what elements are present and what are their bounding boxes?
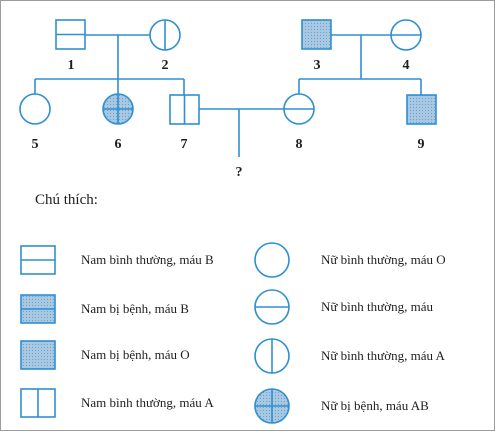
legend-symbol-male-h-split — [20, 245, 56, 275]
individual-6-label: 6 — [115, 137, 122, 152]
individual-4-label: 4 — [403, 58, 410, 73]
legend-label-female-plain: Nữ bình thường, máu O — [321, 252, 446, 267]
legend-label-female-affected-cross: Nữ bị bệnh, máu AB — [321, 398, 429, 413]
legend-symbol-male-affected-plain — [20, 340, 56, 370]
legend-symbol-male-v-split — [20, 388, 56, 418]
individual-8-symbol — [283, 93, 315, 125]
legend-label-male-h-split: Nam bình thường, máu B — [81, 252, 214, 267]
individual-1-symbol — [55, 19, 86, 50]
individual-6-symbol — [102, 93, 134, 125]
mating-line-7-8 — [199, 108, 285, 157]
legend-label-female-v-split: Nữ bình thường, máu A — [321, 348, 445, 363]
mating-line-3-4 — [298, 34, 422, 95]
legend-symbol-female-plain — [254, 242, 290, 278]
legend-symbol-female-h-split — [254, 289, 290, 325]
individual-1-label: 1 — [68, 58, 75, 73]
legend-title: Chú thích: — [35, 192, 98, 208]
individual-2-symbol — [149, 19, 181, 51]
individual-3-label: 3 — [314, 58, 321, 73]
individual-8-label: 8 — [296, 137, 303, 152]
legend-symbol-male-affected-dotted — [20, 294, 56, 324]
individual-9-symbol — [406, 94, 437, 125]
mating-line-1-2 — [34, 34, 185, 95]
individual-3-symbol — [301, 19, 332, 50]
individual-9-label: 9 — [418, 137, 425, 152]
individual-5-label: 5 — [32, 137, 39, 152]
individual-7-label: 7 — [181, 137, 188, 152]
individual-7-symbol — [169, 94, 200, 125]
individual-4-symbol — [390, 19, 422, 51]
unknown-child-label: ? — [236, 165, 243, 180]
individual-5-symbol — [19, 93, 51, 125]
legend-label-male-v-split: Nam bình thường, máu A — [81, 395, 214, 410]
legend-symbol-female-v-split — [254, 338, 290, 374]
legend-label-female-h-split: Nữ bình thường, máu — [321, 299, 433, 314]
legend-label-male-affected-plain: Nam bị bệnh, máu O — [81, 347, 190, 362]
legend-label-male-affected-dotted: Nam bị bệnh, máu B — [81, 301, 189, 316]
legend-symbol-female-affected-cross — [254, 388, 290, 424]
individual-2-label: 2 — [162, 58, 169, 73]
